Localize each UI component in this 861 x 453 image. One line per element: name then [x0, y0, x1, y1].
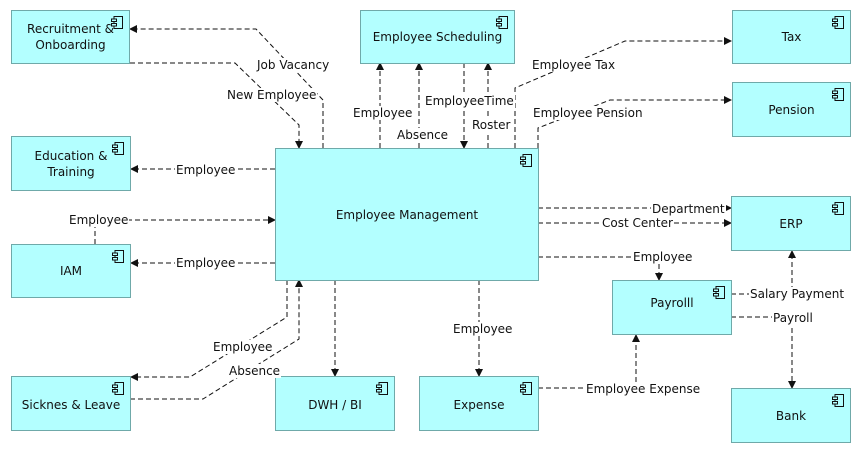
node-employee-scheduling[interactable]: Employee Scheduling [360, 10, 515, 64]
component-icon [520, 154, 532, 167]
node-label: Tax [781, 30, 802, 44]
node-label: IAM [59, 264, 83, 278]
component-icon [376, 382, 388, 395]
edge-employee-expense[interactable] [538, 334, 640, 389]
edge-label-sched-time: EmployeeTime [424, 94, 515, 108]
edge-label-employee-expense: Employee Expense [585, 382, 702, 396]
node-label: DWH / BI [308, 398, 362, 412]
component-icon [112, 382, 124, 395]
component-icon [496, 16, 508, 29]
edge-label-sched-employee: Employee [352, 106, 414, 120]
edge-label-mgmt-to-iam: Employee [175, 256, 237, 270]
edge-label-sick-employee: Employee [212, 340, 274, 354]
edge-new-employee[interactable] [130, 62, 303, 149]
edge-label-department: Department [651, 202, 726, 216]
edge-label-edu-employee: Employee [175, 163, 237, 177]
node-pension[interactable]: Pension [732, 82, 851, 137]
node-sickness-leave[interactable]: Sicknes & Leave [11, 376, 131, 431]
edge-label-salary-payment: Salary Payment [749, 287, 846, 301]
node-iam[interactable]: IAM [11, 244, 131, 298]
node-tax[interactable]: Tax [732, 10, 851, 64]
component-icon [112, 142, 124, 155]
edge-label-sched-absence: Absence [396, 128, 450, 142]
edge-label-employee-pension: Employee Pension [532, 106, 644, 120]
node-label: Pension [768, 102, 815, 117]
edge-label-job-vacancy: Job Vacancy [256, 58, 331, 72]
node-bank[interactable]: Bank [731, 388, 851, 443]
edge-payroll-bank[interactable] [731, 316, 796, 389]
component-icon [112, 250, 124, 263]
component-icon [520, 382, 532, 395]
edge-employee-tax[interactable] [514, 37, 732, 148]
node-label: Expense [453, 398, 505, 412]
node-label: Employee Management [335, 207, 479, 222]
node-label: Sicknes & Leave [21, 398, 121, 412]
component-icon [832, 202, 844, 215]
node-erp[interactable]: ERP [731, 196, 851, 251]
node-label: Education & Training [34, 148, 108, 179]
edge-sick-employee[interactable] [130, 280, 288, 381]
node-label: Bank [775, 408, 807, 423]
edge-label-sched-roster: Roster [471, 118, 512, 132]
node-label: ERP [779, 216, 803, 231]
component-icon [832, 88, 844, 101]
edge-label-payroll-bank: Payroll [772, 311, 814, 325]
node-recruitment-onboarding[interactable]: Recruitment & Onboarding [11, 10, 130, 64]
edge-label-sick-absence: Absence [228, 364, 282, 378]
component-icon [832, 394, 844, 407]
node-label: Payrolll [650, 295, 694, 310]
edge-label-expense-employee: Employee [452, 322, 514, 336]
edge-label-payroll-employee: Employee [632, 250, 694, 264]
node-dwh-bi[interactable]: DWH / BI [275, 376, 395, 431]
edge-label-cost-center: Cost Center [601, 216, 674, 230]
component-icon [111, 16, 123, 29]
component-icon [713, 286, 725, 299]
node-payroll[interactable]: Payrolll [612, 280, 732, 335]
component-icon [832, 16, 844, 29]
node-label: Recruitment & Onboarding [27, 22, 114, 52]
edge-label-employee-tax: Employee Tax [531, 58, 617, 72]
node-expense[interactable]: Expense [419, 376, 539, 431]
node-employee-management[interactable]: Employee Management [275, 148, 539, 281]
node-education-training[interactable]: Education & Training [11, 136, 131, 191]
node-label: Employee Scheduling [372, 30, 503, 44]
edge-label-new-employee: New Employee [226, 88, 318, 102]
edge-label-iam-to-mgmt: Employee [68, 213, 130, 227]
